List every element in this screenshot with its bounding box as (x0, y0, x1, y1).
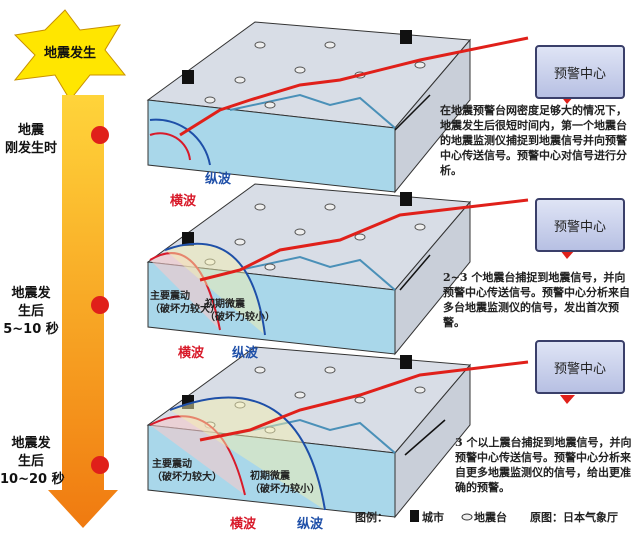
main-shaking-label-3: 主要震动 （破坏力较大） (152, 459, 222, 483)
initial-tremor-label-3: 初期微震 （破坏力较小） (250, 471, 320, 495)
earthquake-star (13, 9, 127, 101)
time-dot (91, 296, 109, 314)
warning-center-1: 预警中心 (535, 45, 625, 99)
initial-tremor-label-2: 初期微震 （破坏力较小） (205, 299, 275, 323)
p-wave-label-2: 纵波 (232, 346, 259, 361)
timeline-label-1: 地震 刚发生时 (4, 123, 57, 156)
timeline-label-3: 地震发 生后 10~20 秒 (0, 436, 65, 487)
legend-title: 图例： (355, 511, 388, 524)
warning-center-3: 预警中心 (535, 340, 625, 394)
timeline-arrow (48, 95, 118, 528)
paragraph-1: 在地震预警台网密度足够大的情况下，地震发生后很短时间内，第一个地震台的地震监测仪… (440, 104, 627, 177)
warning-center-2: 预警中心 (535, 198, 625, 252)
legend-station: 地震台 (474, 511, 507, 524)
time-dot (91, 456, 109, 474)
p-wave-label-1: 纵波 (205, 172, 232, 187)
title: 地震发生 (43, 46, 96, 61)
paragraph-2: 2~3 个地震台捕捉到地震信号，并向预警中心传送信号。预警中心分析来自多台地震监… (443, 271, 630, 329)
legend-city: 城市 (422, 511, 444, 524)
time-dot (91, 126, 109, 144)
timeline-label-2: 地震发 生后 5~10 秒 (3, 286, 59, 337)
paragraph-3: 3 个以上震台捕捉到地震信号，并向预警中心传送信号。预警中心分析来自更多地震监测… (455, 436, 632, 494)
s-wave-label-2: 横波 (178, 346, 205, 361)
s-wave-label-1: 横波 (170, 194, 197, 209)
legend-source: 原图：日本气象厅 (530, 511, 618, 524)
p-wave-label-3: 纵波 (297, 517, 324, 532)
main-shaking-label-2: 主要震动 （破坏力较大） (150, 291, 220, 315)
s-wave-label-3: 横波 (230, 517, 257, 532)
